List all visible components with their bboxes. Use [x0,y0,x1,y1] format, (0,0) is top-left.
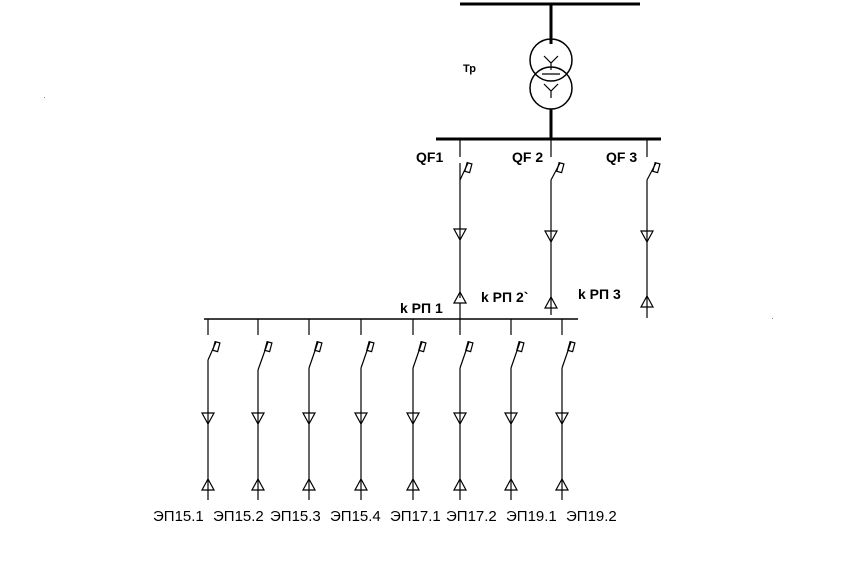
consumer-label: ЭП17.1 [390,508,441,525]
consumer-branch [554,319,576,500]
breaker-qf2-label: QF 2 [512,149,543,165]
consumer-branch [301,319,323,500]
consumer-label: ЭП19.1 [506,508,557,525]
stray-dot [772,318,773,319]
transformer-label: Тр [463,63,476,75]
panel-rp3-label: k РП 3 [578,286,621,302]
panel-rp1-label: k РП 1 [400,300,443,316]
consumer-branch [452,319,474,500]
cable-end-icon [543,230,559,309]
consumer-branch [503,319,525,500]
cable-end-icon [639,230,655,308]
breaker-qf1 [459,139,473,298]
consumer-label: ЭП19.2 [566,508,617,525]
panel-rp2-label: k РП 2` [481,289,528,305]
consumer-label: ЭП15.1 [153,508,204,525]
transformer-symbol [529,38,573,110]
stray-dot [44,97,45,98]
breaker-qf3-label: QF 3 [606,149,637,165]
consumer-branch [405,319,427,500]
breaker-qf2 [550,139,565,315]
consumer-branch [353,319,375,500]
breaker-qf1-label: QF1 [416,149,443,165]
consumer-label: ЭП15.3 [270,508,321,525]
consumer-label: ЭП15.2 [213,508,264,525]
consumer-label: ЭП15.4 [330,508,381,525]
consumer-branch [200,319,221,500]
consumer-branch [250,319,273,500]
breaker-qf3 [646,139,661,318]
consumer-label: ЭП17.2 [446,508,497,525]
